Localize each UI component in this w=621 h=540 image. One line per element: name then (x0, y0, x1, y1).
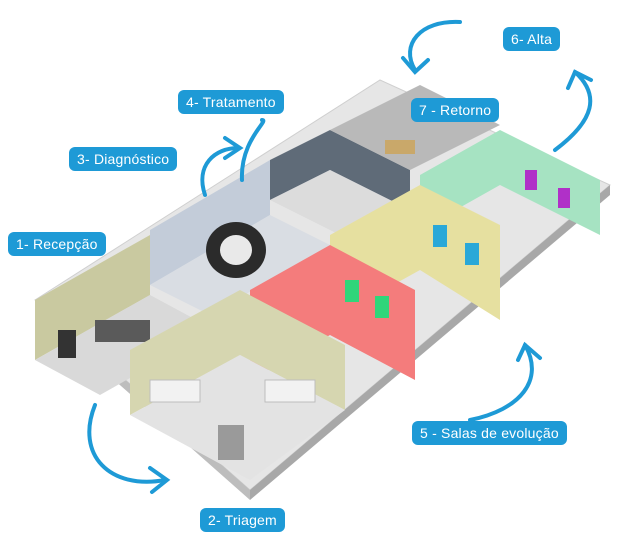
treatment-wall (270, 130, 410, 210)
arrow-triage-diagnostic (200, 146, 240, 197)
step-label-diagnostic: 3- Diagnóstico (69, 147, 178, 171)
copier (218, 425, 244, 460)
step-label-return: 7 - Retorno (411, 98, 500, 122)
pink-window-1 (345, 280, 359, 302)
arrow-return (408, 19, 462, 72)
mri-scanner-bore (220, 235, 252, 265)
evolution-window-1 (433, 225, 447, 247)
curved-arrow-icon (87, 19, 593, 494)
step-label-evolution-rooms: 5 - Salas de evolução (412, 421, 567, 445)
reception-safe (58, 330, 76, 358)
reception-floor (35, 295, 215, 395)
arrow-treatment (239, 118, 266, 182)
step-label-reception: 1- Recepção (8, 232, 106, 256)
triage-desk-2 (264, 379, 316, 403)
arrow-discharge (553, 70, 593, 152)
arrow-evolution (468, 343, 534, 422)
discharge-window-2 (558, 188, 570, 208)
diagnostic-wall (150, 160, 270, 285)
step-label-triage: 2- Triagem (200, 508, 285, 532)
triage-desk-1 (149, 379, 201, 403)
discharge-window-1 (525, 170, 537, 190)
evolution-window-2 (465, 243, 479, 265)
reception-wall (35, 235, 150, 360)
discharge-wall (420, 130, 600, 235)
step-label-treatment: 4- Tratamento (178, 90, 284, 114)
step-label-discharge: 6- Alta (503, 27, 561, 51)
pink-window-2 (375, 296, 389, 318)
arrow-reception-triage (87, 403, 167, 484)
return-desk (385, 140, 415, 154)
floor-slab-edge-right (250, 185, 610, 500)
reception-desk (95, 320, 150, 342)
